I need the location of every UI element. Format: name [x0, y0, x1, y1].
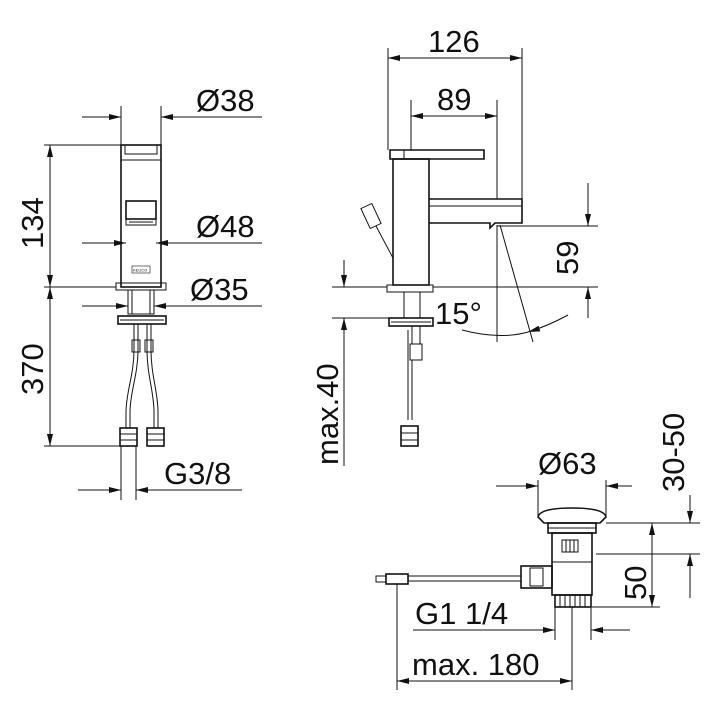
fixing-nut-front	[117, 315, 167, 325]
base-plate-side	[386, 284, 434, 293]
dim-angle-15: 15°	[435, 296, 482, 331]
front-view: KEUCO Ø38 Ø48 Ø	[15, 83, 262, 500]
dim-range-30-50: 30-50	[656, 413, 691, 492]
drain-plug-cap	[537, 507, 607, 524]
dim-height-59: 59	[550, 241, 585, 275]
supply-hose-left	[125, 324, 135, 428]
lever-handle	[389, 149, 485, 160]
dim-dia-35: Ø35	[190, 272, 249, 307]
brand-logo	[131, 265, 151, 274]
dim-height-370: 370	[15, 343, 50, 395]
linkage-connector	[520, 565, 553, 589]
dim-dia-38: Ø38	[196, 83, 255, 118]
drain-body	[551, 532, 593, 596]
dim-width-126: 126	[428, 24, 480, 59]
hose-nut-left	[119, 427, 138, 447]
lever-cap-front	[124, 144, 158, 155]
dim-height-50: 50	[618, 566, 653, 600]
dim-width-89: 89	[437, 82, 471, 117]
hose-nut-side	[400, 425, 419, 447]
dim-dia-63: Ø63	[538, 446, 597, 481]
dim-max-40: max.40	[310, 363, 345, 465]
dim-height-134: 134	[15, 197, 50, 249]
drain-outlet-thread	[554, 594, 592, 608]
brand-logo-text: KEUCO	[133, 268, 147, 273]
dim-max-180: max. 180	[412, 647, 540, 682]
drain-valve-view: Ø63 30-50 50 G1 1/4 max. 180	[375, 413, 700, 690]
fixing-nut-side	[388, 317, 434, 327]
aerator-front	[125, 200, 157, 220]
dim-dia-48: Ø48	[196, 209, 255, 244]
faucet-body-side	[392, 158, 430, 286]
dim-thread-g1-14: G1 1/4	[415, 596, 508, 631]
spout	[429, 198, 523, 230]
side-view: 126 89 59 15° max.40	[310, 24, 598, 466]
dim-thread-g38: G3/8	[164, 456, 231, 491]
pop-up-knob	[360, 202, 382, 230]
supply-hose-right	[146, 324, 155, 428]
hose-nut-right	[146, 427, 165, 447]
